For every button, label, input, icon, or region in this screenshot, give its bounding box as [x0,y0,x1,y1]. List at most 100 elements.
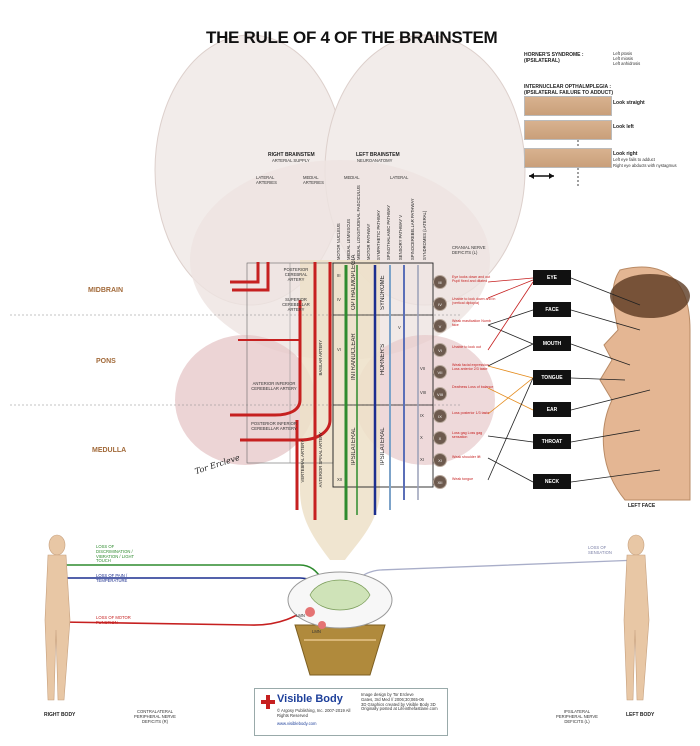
loss-motor-label: LOSS OF MOTOR FUNCTION [96,615,131,625]
deficit-v: Weak mastication Numb face [452,319,491,327]
right-brainstem-title: RIGHT BRAINSTEM [268,152,315,158]
column-sensory-v: SENSORY PATHWAY V [398,215,403,260]
ino-sub: (IPSILATERAL FAILURE TO ADDUCT) [524,90,613,96]
column-spinothalamic: SPINOTHALAMIC PATHWAY [386,205,391,260]
horner-heading: HORNER'S SYNDROME : [524,52,584,58]
horner-sign: Left ptosis [613,51,633,56]
credit-line: Gates, 3rd Med // 2006;30;065-06 [361,696,424,702]
cn-iv-marker: IV [337,297,341,302]
region-midbrain: MIDBRAIN [88,287,123,294]
artery-lines [230,262,332,520]
syndrome-ipsilateral-1: IPSILATERAL [351,427,357,465]
deficit-xi: Weak shoulder lift [452,455,481,459]
cn-ix-marker: IX [420,413,424,418]
face-box-throat: THROAT [533,434,571,449]
region-pons: PONS [96,358,116,365]
anterior-spinal-label: ANTERIOR SPINAL ARTERY [318,432,323,488]
cn-x-marker: X [420,435,423,440]
brand-visible: Visible [277,693,313,705]
ino-heading: INTERNUCLEAR OPTHALMPLEGIA : [524,84,612,90]
nerve-v: V [434,320,446,332]
lmn-label-1: LMN [296,613,305,618]
horner-sub: (IPSILATERAL) [524,58,560,64]
column-mlf: MEDIAL LONGITUDINAL FASCICULUS [356,185,361,260]
nerve-vi: VI [434,344,446,356]
cn-iii-marker: III [337,273,341,278]
right-body-label: RIGHT BODY [44,712,76,718]
deficit-iii: Eye looks down and out Pupil fixed and d… [452,275,491,283]
face-box-ear: EAR [533,402,571,417]
logo-url: www.visiblebody.com [277,721,317,726]
column-motor-nucleus: MOTOR NUCLEUS [336,223,341,260]
nerve-ix: IX [434,410,446,422]
loss-sensation-label: LOSS OF SENSATION [588,545,612,555]
column-medial-lemniscus: MEDIAL LEMNISCUS [346,218,351,260]
lateral-arteries-label: LATERAL ARTERIES [256,175,277,185]
deficit-xii: Weak tongue [452,477,474,481]
tract-grid [332,262,434,488]
credit-line: 3D Graphics created by Visible Body 3D [361,701,436,707]
spinal-cord-segment [294,624,386,676]
page-title: THE RULE OF 4 OF THE BRAINSTEM [206,28,498,47]
aica-label: ANTERIOR INFERIOR CEREBELLAR ARTERY [251,381,297,391]
nerve-iii: III [434,276,446,288]
deficit-x: Loss gag Loss gag sensation [452,431,483,439]
right-brainstem-sub: ARTERIAL SUPPLY [272,158,310,163]
loss-discrimination-label: LOSS OF DISCRIMINATION / VIBRATION / LIG… [96,544,135,564]
column-motor-pathway: MOTOR PATHWAY [366,223,371,260]
syndrome-intranuclear: INTRANUCLEAR [351,333,357,380]
cn-xii-marker: XII [337,477,343,482]
syndrome-opthalmoplegia: OPTHALMOPLEGIA [351,254,357,310]
syndrome-horners: HORNER'S [380,343,386,375]
pca-label: POSTERIOR CEREBRAL ARTERY [283,267,309,282]
deficit-viii: Deafness Loss of balance [452,385,494,389]
face-box-tongue: TONGUE [533,370,571,385]
cn-vii-marker: VII [420,366,426,371]
face-box-eye: EYE [533,270,571,285]
cn-viii-marker: VIII [420,390,427,395]
lateral-label: LATERAL [390,175,409,180]
look-left-label: Look left [613,124,634,130]
loss-pain-label: LOSS OF PAIN / TEMPERATURE [96,573,128,583]
column-syndromes: SYNDROMES (LATERAL) [422,210,427,260]
visible-body-logo: Visible Body © Argosy Publishing, Inc. 2… [254,688,448,736]
region-medulla: MEDULLA [92,447,127,454]
deficit-vii: Weak facial expression Loss anterior 2/3… [452,363,489,371]
nerve-xii: XII [434,476,446,488]
lmn-dot-2 [318,621,326,629]
cn-vi-marker: VI [337,347,341,352]
pica-label: POSTERIOR INFERIOR CEREBELLAR ARTERY [251,421,297,431]
face-profile [599,266,691,501]
eyes-left-image [524,120,612,140]
nerve-iv: IV [434,298,446,310]
nerve-xi: XI [434,454,446,466]
face-box-face: FACE [533,302,571,317]
contralateral-label: CONTRALATERAL PERIPHERAL NERVE DEFICITS … [134,709,176,724]
eyes-right-image [524,148,612,168]
horner-signs: Left ptosis Left miosis Left anhidrosis [613,51,641,66]
syndrome-ipsilateral-2: IPSILATERAL [380,427,386,465]
logo-copyright: © Argosy Publishing, Inc. 2007-2019 All … [277,708,351,718]
deficit-ix: Loss posterior 1/3 taste [452,411,490,415]
brand-body: Body [315,693,343,705]
lmn-dot-1 [305,607,315,617]
right-body-figure [44,534,71,701]
look-straight-label: Look straight [613,100,645,106]
vertebral-label: VERTEBRAL ARTERY [300,440,305,483]
eyes-straight-image [524,96,612,116]
cn-xi-marker: XI [420,457,424,462]
cerebellum-left [175,335,315,465]
credit-line: Originally posted at Lifeinthefastlane.c… [361,706,438,712]
nerve-x: X [434,432,446,444]
face-box-neck: NECK [533,474,571,489]
left-body-figure [623,534,650,701]
ino-note-1: Left eye fails to adduct [613,157,655,162]
left-face-label: LEFT FACE [628,503,656,509]
basilar-label: BASILAR ARTERY [318,340,323,376]
medical-cross-icon [261,695,275,709]
horner-sign: Left anhidrosis [613,60,641,66]
syndrome-label: SYNDROME [380,275,386,310]
brainstem [300,260,380,560]
ino-note-2: Right eye abducts with nystagmus [613,163,677,168]
